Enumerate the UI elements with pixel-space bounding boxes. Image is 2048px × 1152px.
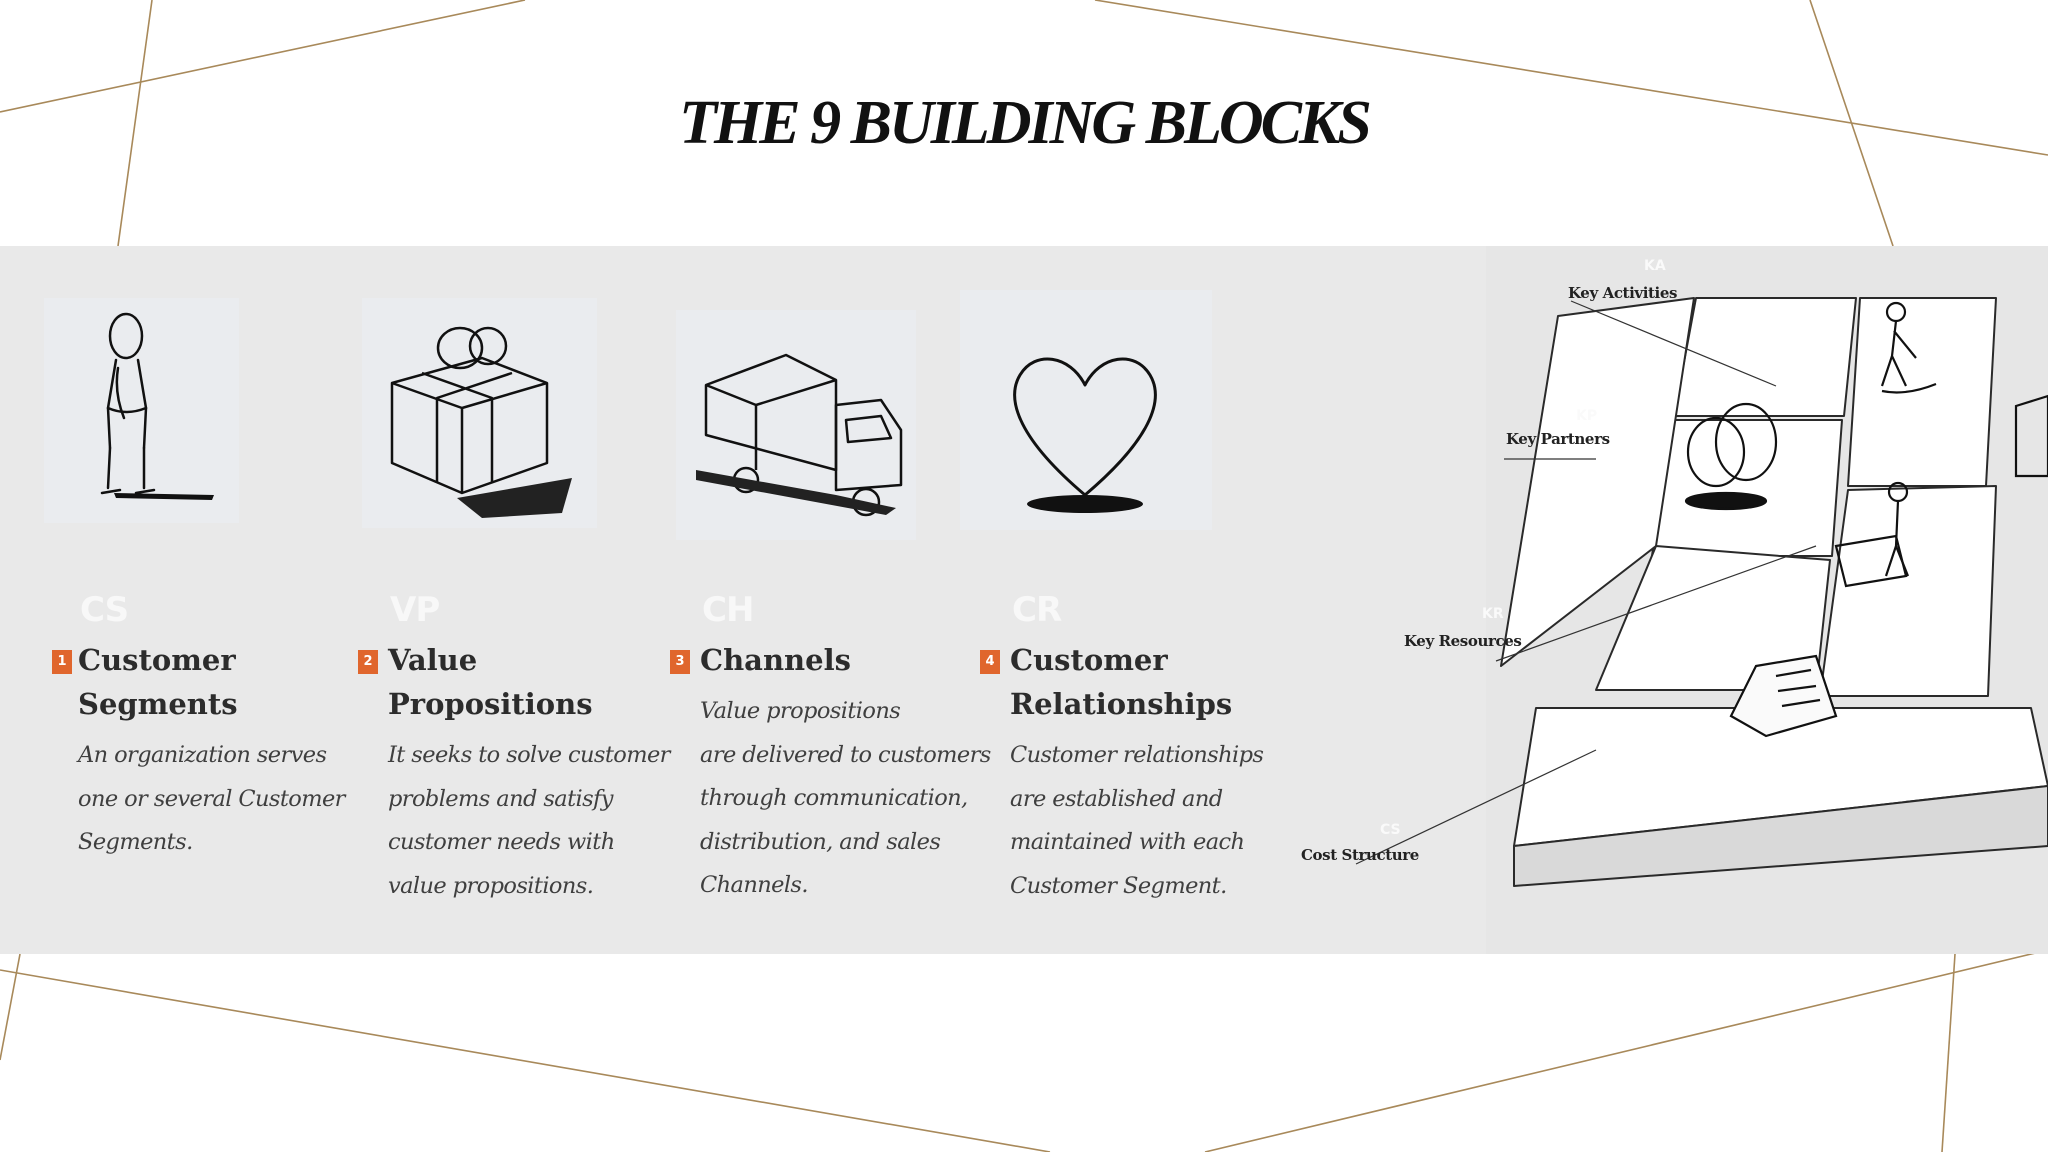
business-model-canvas-sketch: KA Key Activities KP Key Partners KR Key… xyxy=(1296,246,2048,954)
block-description: Customer relationships are established a… xyxy=(1010,742,1264,899)
key-resources-code: KR xyxy=(1482,606,1504,622)
block-number-badge: 2 xyxy=(358,650,378,674)
slide-title: THE 9 BUILDING BLOCKS xyxy=(679,89,1372,157)
channels-illustration xyxy=(676,310,916,540)
key-partners-code: KP xyxy=(1576,408,1598,424)
key-activities-code: KA xyxy=(1644,258,1666,274)
key-activities-label: Key Activities xyxy=(1568,284,1678,302)
heart-icon xyxy=(1013,357,1157,513)
block-number-badge: 4 xyxy=(980,650,1000,674)
block-number-badge: 1 xyxy=(52,650,72,674)
cost-structure-label: Cost Structure xyxy=(1301,846,1419,864)
block-description: It seeks to solve customer problems and … xyxy=(388,742,670,899)
block-code: CS xyxy=(80,590,129,630)
block-number-badge: 3 xyxy=(670,650,690,674)
person-icon xyxy=(100,312,214,500)
cost-structure-code: CS xyxy=(1380,822,1401,838)
truck-icon xyxy=(696,353,903,517)
block-code: CR xyxy=(1012,590,1062,630)
block-name: Value Propositions xyxy=(388,643,593,721)
customer-segments-illustration xyxy=(44,298,239,523)
block-description: Value propositions are delivered to cust… xyxy=(700,698,991,898)
value-propositions-illustration xyxy=(362,298,597,528)
building-blocks-panel: CS 1 Customer Segments An organization s… xyxy=(0,246,2048,954)
block-name: Customer Relationships xyxy=(1010,643,1233,721)
block-description: An organization serves one or several Cu… xyxy=(78,742,345,855)
block-name: Customer Segments xyxy=(78,643,238,721)
block-name: Channels xyxy=(700,643,851,677)
gift-icon xyxy=(390,326,572,518)
block-code: CH xyxy=(702,590,754,630)
customer-relationships-illustration xyxy=(960,290,1212,530)
key-partners-label: Key Partners xyxy=(1506,430,1610,448)
block-code: VP xyxy=(390,590,440,630)
key-resources-label: Key Resources xyxy=(1404,632,1522,650)
canvas-sketch-drawing xyxy=(1355,246,2048,954)
